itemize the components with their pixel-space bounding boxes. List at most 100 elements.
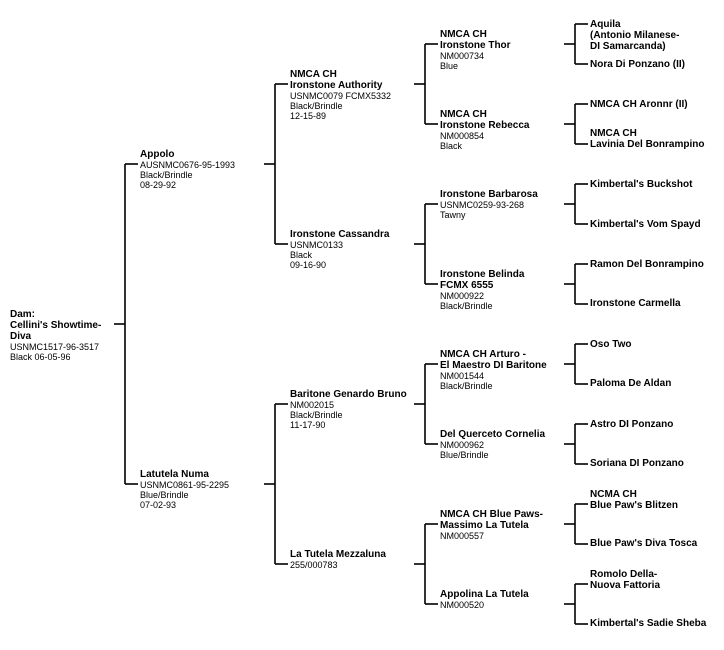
g4-4-line-1: NMCA CH: [590, 128, 637, 139]
sire-color: Black/Brindle: [140, 170, 193, 180]
dam-name-line-1: Dam:: [10, 309, 36, 320]
dam-of-dam-registration: USNMC0861-95-2295: [140, 480, 230, 490]
ss-color: Black/Brindle: [290, 101, 343, 111]
g4-10-line-1: Paloma De Aldan: [590, 378, 672, 389]
ddd-registration: NM000520: [440, 600, 485, 610]
sss-registration: NM000734: [440, 51, 485, 61]
g4-node-10: Paloma De Aldan: [590, 378, 671, 389]
dss-registration: NM001544: [440, 371, 485, 381]
dsd-registration: NM000962: [440, 440, 485, 450]
dds-name-line-2: Massimo La Tutela: [440, 520, 529, 531]
g4-11-line-1: Astro DI Ponzano: [590, 419, 674, 430]
g4-14-line-1: Blue Paw's Diva Tosca: [590, 538, 698, 549]
g4-1-line-3: DI Samarcanda): [590, 41, 666, 52]
dd-name: La Tutela Mezzaluna: [290, 549, 386, 560]
ds-color: Black/Brindle: [290, 410, 343, 420]
g4-node-9: Oso Two: [590, 339, 631, 350]
dds-name-line-1: NMCA CH Blue Paws-: [440, 509, 543, 520]
ssd-name-line-2: Ironstone Rebecca: [440, 120, 530, 131]
ss-name-line-1: NMCA CH: [290, 69, 337, 80]
ss-node: NMCA CH Ironstone Authority USNMC0079 FC…: [290, 69, 391, 121]
sdd-color: Black/Brindle: [440, 301, 493, 311]
g4-node-11: Astro DI Ponzano: [590, 419, 673, 430]
sd-name: Ironstone Cassandra: [290, 229, 390, 240]
sdd-name-line-1: Ironstone Belinda: [440, 269, 525, 280]
sd-dob: 09-16-90: [290, 260, 327, 270]
ssd-node: NMCA CH Ironstone Rebecca NM000854 Black: [440, 109, 529, 151]
dss-node: NMCA CH Arturo - El Maestro DI Baritone …: [440, 349, 547, 391]
ssd-name-line-1: NMCA CH: [440, 109, 487, 120]
sss-node: NMCA CH Ironstone Thor NM000734 Blue: [440, 29, 511, 71]
g4-9-line-1: Oso Two: [590, 339, 632, 350]
sire-name: Appolo: [140, 149, 175, 160]
g4-1-line-1: Aquila: [590, 19, 621, 30]
dam-name-line-2: Cellini's Showtime-: [10, 320, 102, 331]
ssd-registration: NM000854: [440, 131, 485, 141]
sdd-registration: NM000922: [440, 291, 485, 301]
g4-node-2: Nora Di Ponzano (II): [590, 59, 685, 70]
ddd-node: Appolina La Tutela NM000520: [440, 589, 529, 610]
g4-node-16: Kimbertal's Sadie Sheba: [590, 618, 706, 629]
ddd-name: Appolina La Tutela: [440, 589, 529, 600]
g4-node-12: Soriana DI Ponzano: [590, 458, 684, 469]
ds-name: Baritone Genardo Bruno: [290, 389, 407, 400]
dam-of-dam-dob: 07-02-93: [140, 500, 177, 510]
g4-node-6: Kimbertal's Vom Spayd: [590, 219, 701, 230]
g4-node-15: Romolo Della- Nuova Fattoria: [590, 569, 660, 591]
sds-registration: USNMC0259-93-268: [440, 200, 525, 210]
dam-color-dob: Black 06-05-96: [10, 352, 71, 362]
g4-13-line-2: Blue Paw's Blitzen: [590, 500, 678, 511]
sire-node: Appolo AUSNMC0676-95-1993 Black/Brindle …: [140, 149, 235, 190]
dds-node: NMCA CH Blue Paws- Massimo La Tutela NM0…: [440, 509, 543, 541]
sd-node: Ironstone Cassandra USNMC0133 Black 09-1…: [290, 229, 389, 270]
g4-node-3: NMCA CH Aronnr (II): [590, 99, 688, 110]
sss-name-line-2: Ironstone Thor: [440, 40, 511, 51]
dam-of-dam-node: Latutela Numa USNMC0861-95-2295 Blue/Bri…: [140, 469, 229, 510]
g4-5-line-1: Kimbertal's Buckshot: [590, 179, 693, 190]
g4-3-line-1: NMCA CH Aronnr (II): [590, 99, 688, 110]
dss-name-line-2: El Maestro DI Baritone: [440, 360, 547, 371]
dd-node: La Tutela Mezzaluna 255/000783: [290, 549, 386, 570]
sire-dob: 08-29-92: [140, 180, 177, 190]
sss-name-line-1: NMCA CH: [440, 29, 487, 40]
dss-name-line-1: NMCA CH Arturo -: [440, 349, 526, 360]
dds-registration: NM000557: [440, 531, 485, 541]
dam-node: Dam: Cellini's Showtime- Diva USNMC1517-…: [10, 309, 101, 362]
sds-name: Ironstone Barbarosa: [440, 189, 538, 200]
g4-node-5: Kimbertal's Buckshot: [590, 179, 692, 190]
g4-node-1: Aquila (Antonio Milanese- DI Samarcanda): [590, 19, 679, 52]
g4-6-line-1: Kimbertal's Vom Spayd: [590, 219, 701, 230]
dd-registration: 255/000783: [290, 560, 338, 570]
g4-16-line-1: Kimbertal's Sadie Sheba: [590, 618, 707, 629]
sdd-name-line-2: FCMX 6555: [440, 280, 494, 291]
g4-1-line-2: (Antonio Milanese-: [590, 30, 680, 41]
g4-13-line-1: NCMA CH: [590, 489, 637, 500]
g4-7-line-1: Ramon Del Bonrampino: [590, 259, 704, 270]
ds-node: Baritone Genardo Bruno NM002015 Black/Br…: [290, 389, 407, 430]
sd-registration: USNMC0133: [290, 240, 344, 250]
ss-registration: USNMC0079 FCMX5332: [290, 91, 392, 101]
sds-node: Ironstone Barbarosa USNMC0259-93-268 Taw…: [440, 189, 538, 220]
dam-of-dam-color: Blue/Brindle: [140, 490, 189, 500]
g4-node-7: Ramon Del Bonrampino: [590, 259, 704, 270]
ss-dob: 12-15-89: [290, 111, 327, 121]
g4-node-8: Ironstone Carmella: [590, 298, 681, 309]
g4-12-line-1: Soriana DI Ponzano: [590, 458, 684, 469]
sdd-node: Ironstone Belinda FCMX 6555 NM000922 Bla…: [440, 269, 524, 311]
ss-name-line-2: Ironstone Authority: [290, 80, 383, 91]
g4-node-4: NMCA CH Lavinia Del Bonrampino: [590, 128, 704, 150]
dsd-color: Blue/Brindle: [440, 450, 489, 460]
g4-8-line-1: Ironstone Carmella: [590, 298, 681, 309]
ds-registration: NM002015: [290, 400, 335, 410]
dam-registration: USNMC1517-96-3517: [10, 342, 100, 352]
g4-node-14: Blue Paw's Diva Tosca: [590, 538, 697, 549]
sds-color: Tawny: [440, 210, 466, 220]
sire-registration: AUSNMC0676-95-1993: [140, 160, 236, 170]
sd-color: Black: [290, 250, 313, 260]
dsd-node: Del Querceto Cornelia NM000962 Blue/Brin…: [440, 429, 545, 460]
g4-2-line-1: Nora Di Ponzano (II): [590, 59, 685, 70]
dss-color: Black/Brindle: [440, 381, 493, 391]
dsd-name: Del Querceto Cornelia: [440, 429, 546, 440]
sss-color: Blue: [440, 61, 459, 71]
